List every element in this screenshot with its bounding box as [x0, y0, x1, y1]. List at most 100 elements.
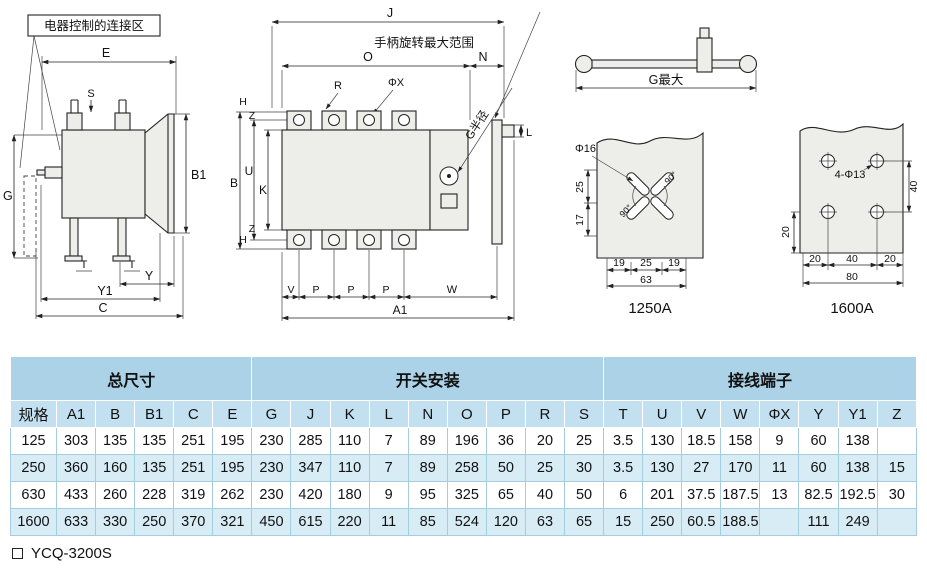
dim-v-label: V	[287, 284, 294, 296]
value-cell: 325	[446, 481, 487, 509]
value-cell: 7	[368, 454, 409, 482]
spec-cell: 1600	[10, 508, 57, 536]
dim-w-label: W	[447, 284, 458, 296]
value-cell: 65	[564, 508, 605, 536]
value-cell: 251	[173, 427, 214, 455]
value-cell: 138	[837, 454, 878, 482]
table-column-header: N	[407, 400, 448, 428]
value-cell: 262	[212, 481, 253, 509]
value-cell: 135	[95, 427, 136, 455]
value-cell: 347	[290, 454, 331, 482]
value-cell: 9	[759, 427, 800, 455]
side-callout-label: 电器控制的连接区	[44, 18, 144, 33]
value-cell: 20	[524, 427, 566, 455]
front-callout-leader	[494, 11, 541, 119]
value-cell: 258	[446, 454, 487, 482]
dim-a1-label: A1	[393, 303, 408, 317]
value-cell: 170	[720, 454, 761, 482]
value-cell: 360	[55, 454, 97, 482]
value-cell: 11	[368, 508, 409, 536]
dim-40v-label: 40	[908, 181, 920, 193]
table-column-header: E	[212, 400, 253, 428]
value-cell: 63	[524, 508, 566, 536]
dim-l-label: L	[526, 127, 532, 139]
value-cell: 50	[485, 454, 526, 482]
value-cell: 15	[876, 454, 918, 482]
handle-coupling	[696, 37, 713, 73]
table-column-header: 规格	[10, 400, 57, 428]
dim-b1-label: B1	[191, 168, 206, 182]
value-cell: 450	[251, 508, 292, 536]
model-label: YCQ-3200S	[31, 545, 112, 562]
terminal-1250-title: 1250A	[628, 300, 671, 317]
value-cell: 330	[95, 508, 136, 536]
mount-flange	[144, 113, 175, 234]
pole-hole	[328, 114, 340, 126]
front-extension-lines	[236, 26, 524, 321]
value-cell: 85	[407, 508, 448, 536]
table-group-header: 接线端子	[603, 356, 917, 401]
dim-63-label: 63	[640, 274, 652, 286]
leg-left	[69, 217, 79, 257]
value-cell: 15	[603, 508, 644, 536]
switch-body-front	[281, 129, 431, 231]
handle-rod	[591, 59, 743, 69]
value-cell: 65	[485, 481, 526, 509]
terminal-1600-drawing: 4-Φ13 40 20 20 40 20 80 1600A	[780, 122, 920, 317]
value-cell	[876, 427, 918, 455]
table-group-header: 总尺寸	[9, 356, 253, 401]
table-column-header: S	[564, 400, 605, 428]
dim-25b-label: 25	[640, 257, 652, 269]
value-cell: 370	[173, 508, 214, 536]
dim-17v-label: 17	[574, 214, 586, 226]
handle-swing-dashed	[23, 175, 37, 257]
pole-hole	[398, 114, 410, 126]
side-view-drawing: 电器控制的连接区 E S B1 G T T Y Y1 C	[3, 14, 206, 319]
plate-bracket	[501, 124, 515, 138]
callout-box	[27, 14, 161, 37]
value-cell: 230	[251, 454, 292, 482]
model-note: YCQ-3200S	[12, 545, 112, 562]
value-cell: 138	[837, 427, 878, 455]
pole-hole	[363, 114, 375, 126]
r-leader	[325, 92, 339, 110]
front-view-drawing: J 手柄旋转最大范围 O N R ΦX	[230, 6, 541, 321]
value-cell: 111	[798, 508, 839, 536]
table-column-header: C	[173, 400, 214, 428]
value-cell: 250	[134, 508, 175, 536]
value-cell: 321	[212, 508, 253, 536]
value-cell	[759, 508, 800, 536]
table-column-header: A1	[55, 400, 97, 428]
top-terminal-1	[66, 112, 83, 131]
dim-p-label-3: P	[382, 284, 389, 296]
table-column-header: R	[524, 400, 566, 428]
dim-n-label: N	[478, 50, 487, 64]
dim-19b-label: 19	[668, 257, 680, 269]
value-cell: 89	[407, 427, 448, 455]
pole-hole	[293, 234, 305, 246]
checkbox-icon	[12, 548, 23, 559]
handle-drawing: G最大	[574, 27, 758, 92]
pole-hole	[363, 234, 375, 246]
value-cell: 196	[446, 427, 487, 455]
handle-shaft-tip	[36, 169, 46, 176]
value-cell: 30	[876, 481, 918, 509]
callout-leader-lines	[19, 35, 61, 169]
table-column-header: K	[329, 400, 370, 428]
table-column-header: Y1	[837, 400, 878, 428]
pole-hole	[398, 234, 410, 246]
dim-20b-label: 20	[884, 253, 896, 265]
value-cell: 95	[407, 481, 448, 509]
g-radius-leader	[457, 87, 513, 173]
handle-ball-left	[574, 54, 594, 74]
value-cell: 130	[642, 454, 683, 482]
terminal-1250-drawing: 90° 90° Φ16 25 17 19 25 19 63 1250A	[574, 131, 704, 317]
side-plate	[491, 119, 503, 245]
phi16-leader	[591, 155, 634, 182]
value-cell: 420	[290, 481, 331, 509]
